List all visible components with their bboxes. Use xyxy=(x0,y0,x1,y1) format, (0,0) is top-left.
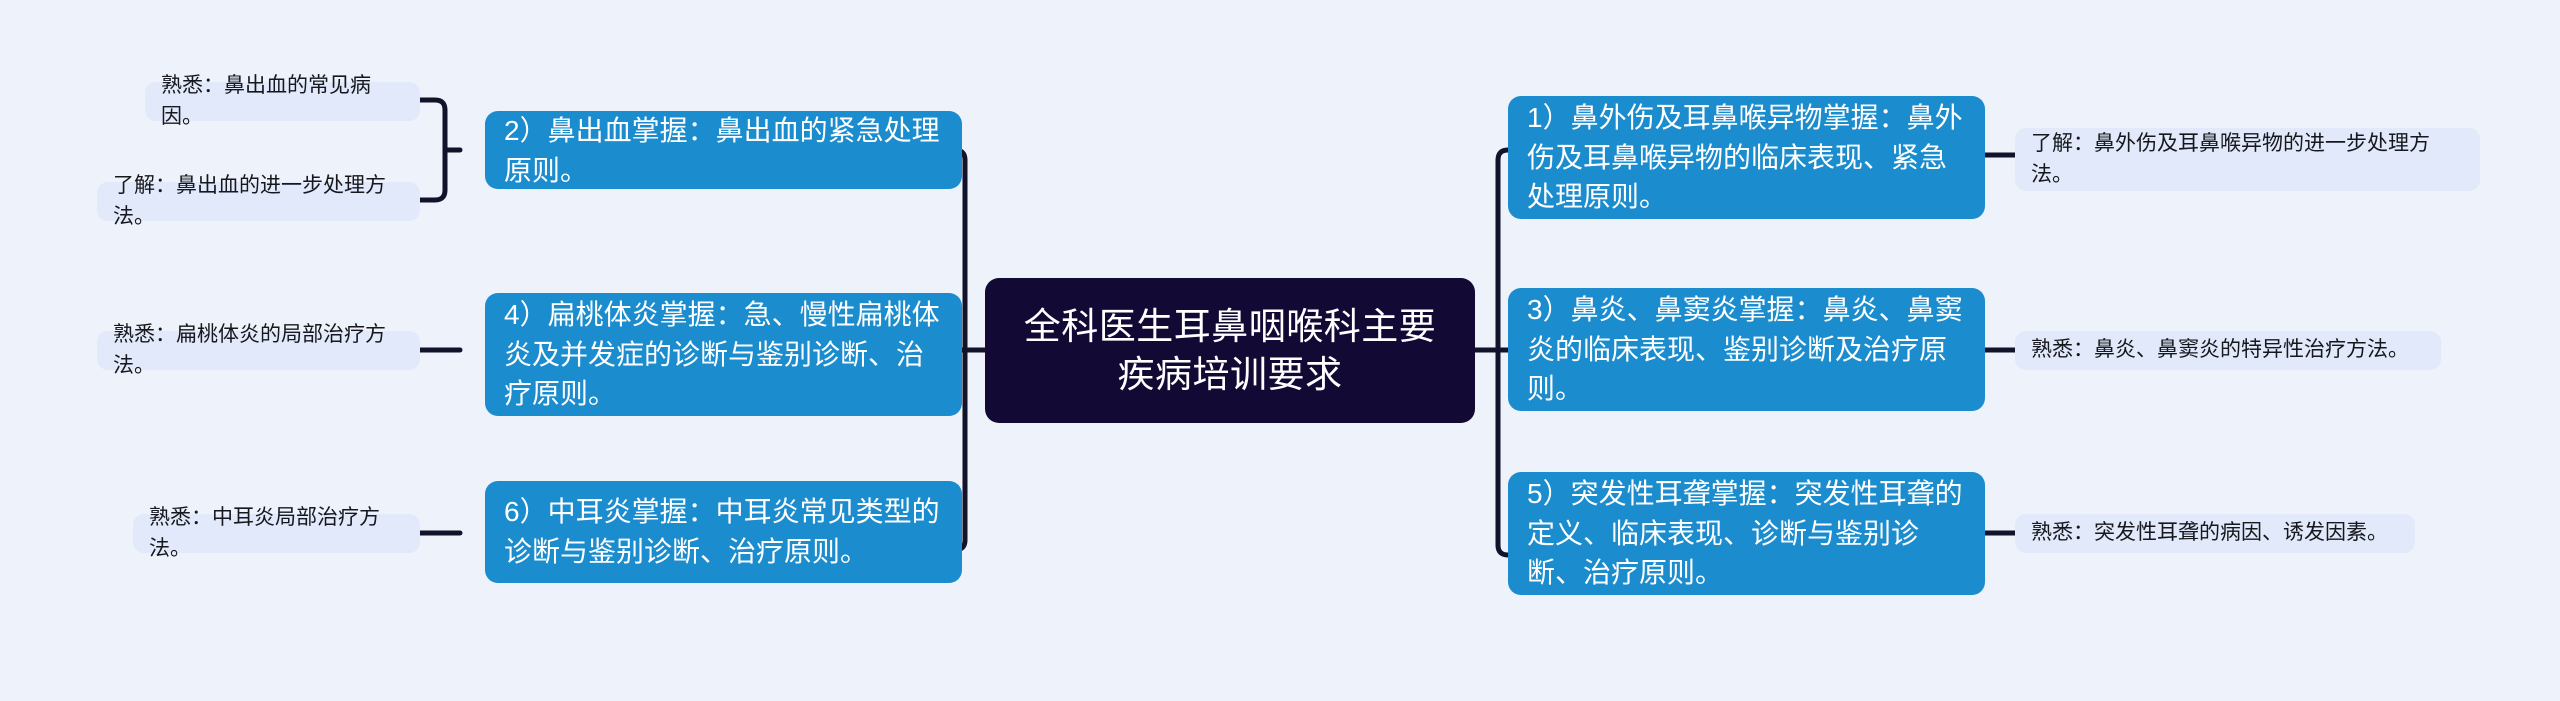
right-leaf-node-2-1-label: 熟悉：鼻炎、鼻窦炎的特异性治疗方法。 xyxy=(2031,338,2409,362)
left-leaf-node-1-2[interactable]: 了解：鼻出血的进一步处理方法。 xyxy=(97,174,420,228)
left-branch-node-1-label: 2）鼻出血掌握：鼻出血的紧急处理原则。 xyxy=(504,115,940,186)
right-branch-node-2-label: 3）鼻炎、鼻窦炎掌握：鼻炎、鼻窦炎的临床表现、鉴别诊断及治疗原则。 xyxy=(1527,293,1963,405)
root-node[interactable]: 全科医生耳鼻咽喉科主要疾病培训要求 xyxy=(985,278,1475,423)
right-leaf-node-2-1[interactable]: 熟悉：鼻炎、鼻窦炎的特异性治疗方法。 xyxy=(2015,331,2441,370)
right-leaf-node-3-1[interactable]: 熟悉：突发性耳聋的病因、诱发因素。 xyxy=(2015,514,2415,553)
left-leaf-node-1-2-label: 了解：鼻出血的进一步处理方法。 xyxy=(113,174,386,228)
left-leaf-node-1-1[interactable]: 熟悉：鼻出血的常见病因。 xyxy=(145,74,420,128)
left-branch-node-1[interactable]: 2）鼻出血掌握：鼻出血的紧急处理原则。 xyxy=(485,113,962,189)
right-leaf-node-1-1[interactable]: 了解：鼻外伤及耳鼻喉异物的进一步处理方法。 xyxy=(2015,128,2480,191)
left-leaf-node-3-1[interactable]: 熟悉：中耳炎局部治疗方法。 xyxy=(133,506,420,560)
connector-lb1-leaf1 xyxy=(417,97,448,113)
right-branch-node-2[interactable]: 3）鼻炎、鼻窦炎掌握：鼻炎、鼻窦炎的临床表现、鉴别诊断及治疗原则。 xyxy=(1508,288,1985,411)
right-leaf-node-1-1-label: 了解：鼻外伤及耳鼻喉异物的进一步处理方法。 xyxy=(2031,132,2430,186)
right-leaf-node-3-1-label: 熟悉：突发性耳聋的病因、诱发因素。 xyxy=(2031,521,2388,545)
root-node-label: 全科医生耳鼻咽喉科主要疾病培训要求 xyxy=(1023,306,1437,395)
connector-lb1-leaf2 xyxy=(417,187,448,203)
right-branch-node-3-label: 5）突发性耳聋掌握：突发性耳聋的定义、临床表现、诊断与鉴别诊断、治疗原则。 xyxy=(1527,477,1963,589)
left-leaf-node-3-1-label: 熟悉：中耳炎局部治疗方法。 xyxy=(149,506,380,560)
left-branch-node-2-label: 4）扁桃体炎掌握：急、慢性扁桃体炎及并发症的诊断与鉴别诊断、治疗原则。 xyxy=(504,298,940,410)
left-leaf-node-2-1-label: 熟悉：扁桃体炎的局部治疗方法。 xyxy=(113,323,386,377)
right-branch-node-1[interactable]: 1）鼻外伤及耳鼻喉异物掌握：鼻外伤及耳鼻喉异物的临床表现、紧急处理原则。 xyxy=(1508,96,1985,219)
right-branch-node-1-label: 1）鼻外伤及耳鼻喉异物掌握：鼻外伤及耳鼻喉异物的临床表现、紧急处理原则。 xyxy=(1527,101,1963,213)
right-branch-node-3[interactable]: 5）突发性耳聋掌握：突发性耳聋的定义、临床表现、诊断与鉴别诊断、治疗原则。 xyxy=(1508,472,1985,595)
left-branch-node-3-label: 6）中耳炎掌握：中耳炎常见类型的诊断与鉴别诊断、治疗原则。 xyxy=(504,496,940,567)
left-branch-node-3[interactable]: 6）中耳炎掌握：中耳炎常见类型的诊断与鉴别诊断、治疗原则。 xyxy=(485,481,962,583)
left-leaf-node-1-1-label: 熟悉：鼻出血的常见病因。 xyxy=(161,74,371,128)
left-leaf-node-2-1[interactable]: 熟悉：扁桃体炎的局部治疗方法。 xyxy=(97,323,420,377)
left-branch-node-2[interactable]: 4）扁桃体炎掌握：急、慢性扁桃体炎及并发症的诊断与鉴别诊断、治疗原则。 xyxy=(485,293,962,416)
